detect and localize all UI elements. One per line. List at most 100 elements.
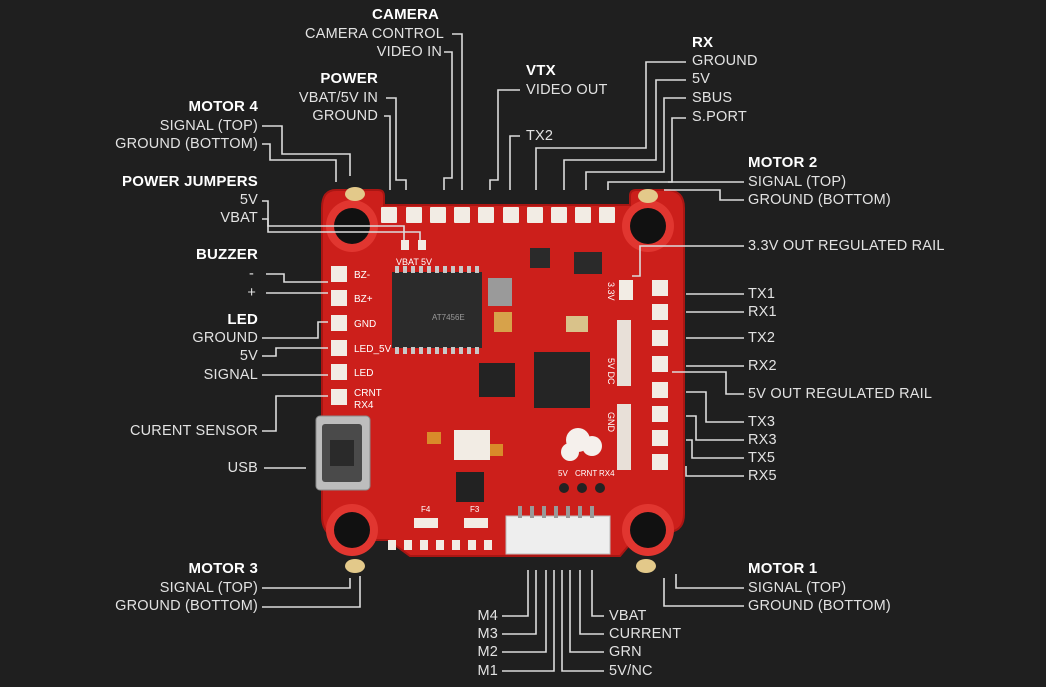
vtx-video-out-label: VIDEO OUT xyxy=(526,82,608,98)
camera-header: CAMERA xyxy=(372,6,440,23)
cap-orange-2 xyxy=(489,444,503,456)
small-cap-2 xyxy=(566,316,588,332)
rx-header: RX xyxy=(692,34,714,51)
silk-crnt: CRNT xyxy=(354,388,382,399)
motor1-pad xyxy=(636,559,656,573)
small-ic-3 xyxy=(530,248,550,268)
tx1-label: TX1 xyxy=(748,286,776,302)
motor2-header: MOTOR 2 xyxy=(748,154,818,171)
motor3-pad xyxy=(345,559,365,573)
silk-33v: 3.3V xyxy=(606,282,616,301)
bottom-grn-label: GRN xyxy=(609,644,642,660)
silk-bz-plus: BZ+ xyxy=(354,294,373,305)
bottom-vbat-label: VBAT xyxy=(609,608,647,624)
motor4-ground-label: GROUND (BOTTOM) xyxy=(115,136,258,152)
bottom-pad-row xyxy=(388,540,492,550)
power-jumper-pads xyxy=(401,240,426,250)
motor2-ground-label: GROUND (BOTTOM) xyxy=(748,192,891,208)
silk-led: LED xyxy=(354,368,373,379)
m1-label: M1 xyxy=(477,663,498,679)
motor1-signal-label: SIGNAL (TOP) xyxy=(748,580,847,596)
small-ic-2 xyxy=(574,252,602,274)
m3-label: M3 xyxy=(477,626,498,642)
power-vbat5v-label: VBAT/5V IN xyxy=(298,90,378,106)
led-signal-label: SIGNAL xyxy=(203,367,258,383)
silk-rx4: RX4 xyxy=(354,400,374,411)
vtx-tx2-label: TX2 xyxy=(526,128,554,144)
small-cap xyxy=(494,312,512,332)
small-ic xyxy=(454,430,490,460)
rail-5v-label: 5V OUT REGULATED RAIL xyxy=(748,386,933,402)
rx1-label: RX1 xyxy=(748,304,777,320)
gyro-chip xyxy=(479,363,515,397)
motor4-header: MOTOR 4 xyxy=(188,98,258,115)
motor3-signal-label: SIGNAL (TOP) xyxy=(159,580,258,596)
current-sensor-label: CURENT SENSOR xyxy=(129,423,258,439)
silk-f4: F4 xyxy=(421,505,431,514)
osd-chip: AT7456E xyxy=(392,266,482,354)
left-pad-column xyxy=(331,266,347,405)
led-header: LED xyxy=(227,311,258,328)
silk-pad-5v: 5V xyxy=(558,469,568,478)
power-header: POWER xyxy=(320,70,378,87)
mount-hole-br xyxy=(622,504,674,556)
buzzer-header: BUZZER xyxy=(195,246,258,263)
silk-bz-minus: BZ- xyxy=(354,270,370,281)
silk-pad-crnt: CRNT xyxy=(575,469,597,478)
camera-control-label: CAMERA CONTROL xyxy=(305,26,444,42)
motor3-ground-label: GROUND (BOTTOM) xyxy=(115,598,258,614)
buzzer-plus-label: + xyxy=(247,285,256,301)
rx-5v-label: 5V xyxy=(692,71,711,87)
led-5v-label: 5V xyxy=(239,348,258,364)
power-jumpers-vbat-label: VBAT xyxy=(220,210,258,226)
leader-lines xyxy=(262,33,744,672)
rail-33v-label: 3.3V OUT REGULATED RAIL xyxy=(748,238,945,254)
silk-5v: 5V xyxy=(421,257,432,267)
motor1-header: MOTOR 1 xyxy=(748,560,818,577)
silk-pad-rx4: RX4 xyxy=(599,469,615,478)
osd-chip-label: AT7456E xyxy=(432,313,465,322)
vtx-header: VTX xyxy=(526,62,556,79)
silk-gnd-right: GND xyxy=(606,412,616,433)
mount-hole-tr xyxy=(622,200,674,252)
cap-orange xyxy=(427,432,441,444)
m4-label: M4 xyxy=(477,608,498,624)
silk-f3: F3 xyxy=(470,505,480,514)
motor4-signal-label: SIGNAL (TOP) xyxy=(159,118,258,134)
rx-ground-label: GROUND xyxy=(692,53,758,69)
usb-connector xyxy=(315,415,371,491)
bottom-5vnc-label: 5V/NC xyxy=(609,663,653,679)
rx5-label: RX5 xyxy=(748,468,777,484)
crystal xyxy=(488,278,512,306)
power-jumpers-5v-label: 5V xyxy=(239,192,258,208)
m2-label: M2 xyxy=(477,644,498,660)
usb-label: USB xyxy=(227,460,258,476)
right-pad-column xyxy=(617,280,668,470)
motor2-pad xyxy=(638,189,658,203)
bottom-connector xyxy=(505,506,611,555)
buzzer-minus-label: - xyxy=(248,266,254,282)
power-jumpers-header: POWER JUMPERS xyxy=(122,173,258,190)
rx-sbus-label: SBUS xyxy=(692,90,733,106)
silk-led-5v: LED_5V xyxy=(354,344,392,355)
motor4-pad xyxy=(345,187,365,201)
led-ground-label: GROUND xyxy=(192,330,258,346)
rx-sport-label: S.PORT xyxy=(692,109,747,125)
tx3-label: TX3 xyxy=(748,414,776,430)
top-pad-row xyxy=(381,207,615,223)
rx2-label: RX2 xyxy=(748,358,777,374)
regulator-chip xyxy=(456,472,484,502)
mcu-chip xyxy=(534,352,590,408)
motor3-header: MOTOR 3 xyxy=(188,560,258,577)
motor1-ground-label: GROUND (BOTTOM) xyxy=(748,598,891,614)
tx5-label: TX5 xyxy=(748,450,776,466)
rx3-label: RX3 xyxy=(748,432,777,448)
flight-controller-board: VBAT 5V BZ- BZ+ GND LED_5V LED CRNT RX4 xyxy=(315,187,685,573)
bottom-current-label: CURRENT xyxy=(609,626,682,642)
silk-5vdc: 5V DC xyxy=(606,358,616,385)
camera-video-in-label: VIDEO IN xyxy=(376,44,442,60)
power-ground-label: GROUND xyxy=(312,108,378,124)
logo-mark xyxy=(561,428,602,461)
silk-gnd: GND xyxy=(354,319,376,330)
